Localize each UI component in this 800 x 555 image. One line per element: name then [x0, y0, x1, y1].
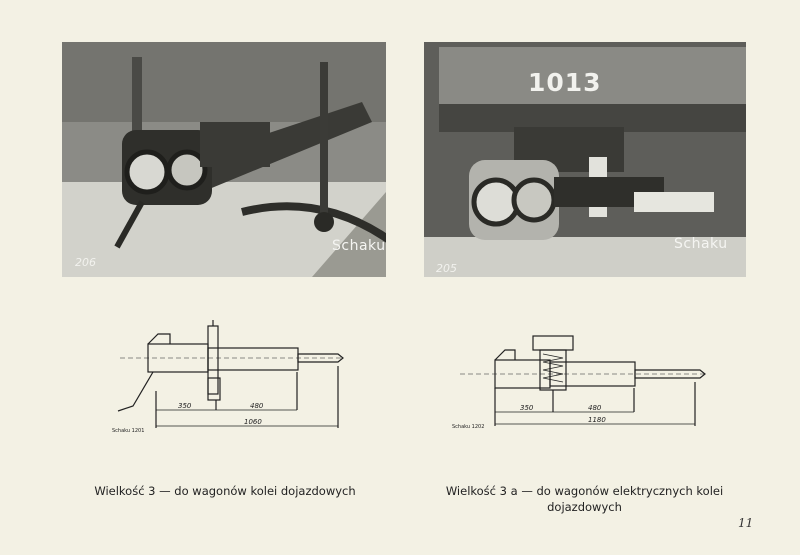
- coupler-photo-illustration: [62, 42, 386, 277]
- dimension-label: 350: [520, 404, 534, 412]
- drawing-code: Schaku 1202: [452, 424, 485, 430]
- car-number: 1013: [528, 68, 602, 97]
- photo-number: 205: [436, 262, 457, 275]
- caption-size-3a: Wielkość 3 a — do wagonów elektrycznych …: [445, 484, 724, 514]
- caption-size-3: Wielkość 3 — do wagonów kolei dojazdowyc…: [94, 484, 356, 498]
- coupler-drawing-2: [460, 335, 706, 426]
- page-number: 11: [738, 516, 754, 530]
- photo-coupler-205: 1013 205 Schaku: [424, 42, 746, 277]
- dimension-label: 480: [250, 402, 264, 410]
- technical-drawing-size-3: 350 480 1060 Schaku 1201: [108, 316, 348, 436]
- photo-number: 206: [75, 256, 96, 269]
- drawing-code: Schaku 1201: [112, 428, 145, 434]
- dimension-label: 1180: [588, 416, 606, 424]
- coupler-drawing-1: [117, 320, 344, 428]
- photo-signature: Schaku: [332, 238, 386, 254]
- dimension-label: 480: [588, 404, 602, 412]
- dimension-label: 1060: [244, 418, 262, 426]
- technical-drawing-size-3a: 350 480 1180 Schaku 1202: [450, 332, 710, 432]
- coupler-car-photo-illustration: [424, 42, 746, 277]
- photo-coupler-206: 206 Schaku: [62, 42, 386, 277]
- dimension-label: 350: [178, 402, 192, 410]
- photo-signature: Schaku: [674, 236, 728, 252]
